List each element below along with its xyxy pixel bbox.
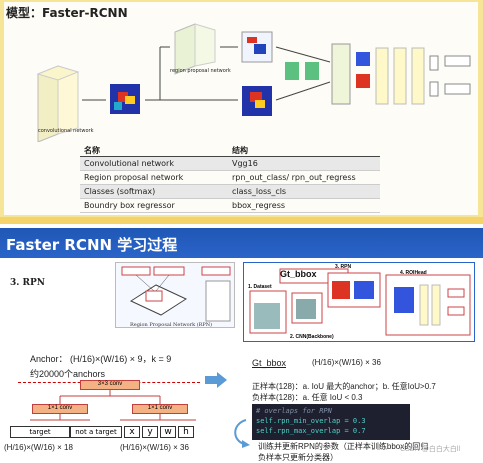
table-cell: Region proposal network <box>84 173 184 182</box>
table-row: Classes (softmax) class_loss_cls <box>80 185 380 199</box>
conv-1x1-right: 1×1 conv <box>132 404 188 414</box>
faster-rcnn-diagram <box>36 23 471 142</box>
step-roihead: 4. ROIHead <box>400 270 427 276</box>
table-cell: Boundry box regressor <box>84 201 175 210</box>
gt-dim: (H/16)×(W/16) × 36 <box>312 358 381 367</box>
rpn-diagram <box>115 262 235 328</box>
positive-sample-text: 正样本(128)：a. IoU 最大的anchor；b. 任意IoU>0.7 <box>252 382 436 391</box>
step-cnn: 2. CNN(Backbone) <box>290 334 334 340</box>
coord-x-box: x <box>124 426 140 438</box>
pipeline-diagram <box>243 262 475 342</box>
train-note-2: 负样本只更新分类器） <box>258 453 338 462</box>
table-cell: Convolutional network <box>84 159 174 168</box>
watermark: CSDN @白白大白ll <box>400 446 460 453</box>
table-header-row: 名称 结构 <box>80 145 380 157</box>
coord-y-box: y <box>142 426 158 438</box>
gt-box-title: Gt_bbox <box>280 269 317 279</box>
anchor-count: 约20000个anchors <box>30 369 106 379</box>
dim-right: (H/16)×(W/16) × 36 <box>120 443 189 452</box>
code-line: self.rpn_min_overlap = 0.3 <box>256 417 366 425</box>
rpn-caption: Region Proposal Network (RPN) <box>130 322 213 328</box>
anchor-line: Anchor： (H/16)×(W/16) × 9，k = 9 <box>30 354 172 364</box>
table-cell: class_loss_cls <box>232 187 287 196</box>
conv-tree-lines <box>30 390 196 421</box>
slide-banner <box>0 228 483 258</box>
code-comment: # overlaps for RPN <box>256 407 332 415</box>
coord-w-box: w <box>160 426 176 438</box>
header-structure: 结构 <box>232 146 248 155</box>
step-dataset: 1. Dataset <box>248 284 272 290</box>
negative-sample-text: 负样本(128)：a. 任意 IoU < 0.3 <box>252 393 363 402</box>
model-title: 模型：Faster-RCNN <box>6 6 128 20</box>
step-rpn: 3. RPN <box>335 264 352 270</box>
conv-diagram-label: convolutional network <box>38 128 94 134</box>
table-cell: Classes (softmax) <box>84 187 156 196</box>
banner-title: Faster RCNN 学习过程 <box>6 236 178 254</box>
conv-3x3-box: 3×3 conv <box>80 380 140 390</box>
curved-arrow-icon <box>234 419 250 448</box>
rpn-block <box>174 23 216 75</box>
gt-label: Gt_bbox <box>252 358 287 368</box>
table-row: Region proposal network rpn_out_class/ r… <box>80 171 380 185</box>
conv-network-block <box>36 65 80 142</box>
dim-left: (H/16)×(W/16) × 18 <box>4 443 73 452</box>
train-note-1: 训练并更新RPN的参数（正样本训练bbox的回归 <box>258 442 429 451</box>
top-slide <box>4 2 478 215</box>
model-structure-table: 名称 结构 Convolutional network Vgg16 Region… <box>80 145 380 213</box>
table-cell: bbox_regress <box>232 201 286 210</box>
slide-separator <box>0 217 483 224</box>
rpn-diagram-label: region proposal network <box>170 68 231 74</box>
header-name: 名称 <box>84 146 100 155</box>
table-cell: Vgg16 <box>232 159 258 168</box>
table-cell: rpn_out_class/ rpn_out_regress <box>232 173 356 182</box>
target-box: target <box>10 426 70 438</box>
conv-1x1-left: 1×1 conv <box>32 404 88 414</box>
table-row: Convolutional network Vgg16 <box>80 157 380 171</box>
code-snippet: # overlaps for RPN self.rpn_min_overlap … <box>252 404 410 440</box>
coord-h-box: h <box>178 426 194 438</box>
code-line: self.rpn_max_overlap = 0.7 <box>256 427 366 435</box>
section-label: 3. RPN <box>10 278 46 288</box>
not-target-box: not a target <box>70 426 122 438</box>
table-row: Boundry box regressor bbox_regress <box>80 199 380 213</box>
arrow-right-icon <box>205 372 227 388</box>
